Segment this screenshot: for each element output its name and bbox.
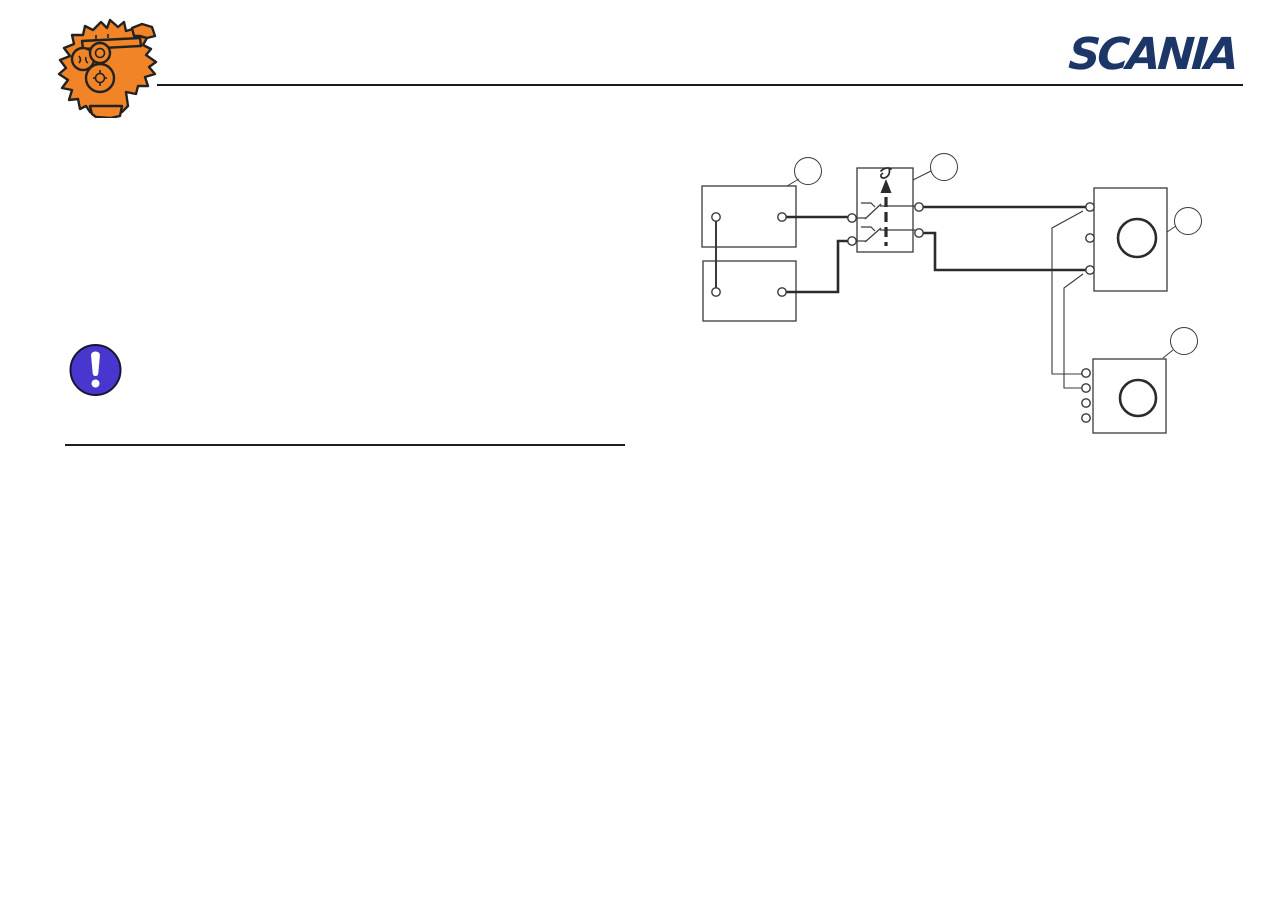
engine-exhaust-elbow	[130, 22, 157, 40]
wire-starter3-to-alt2	[1063, 273, 1084, 389]
battery-2-terminal-neg	[777, 287, 787, 297]
switch-manual-actuator-hook-icon	[880, 167, 892, 179]
terminals	[711, 202, 1095, 423]
power-wires	[786, 205, 1086, 294]
alternator-box	[1092, 358, 1167, 434]
wire-battery2-to-switch	[786, 239, 848, 294]
battery-1-terminal-neg	[711, 212, 721, 222]
battery-1-terminal-pos	[777, 212, 787, 222]
alternator-symbol-circle	[1118, 378, 1158, 418]
switch-terminal-in-2	[847, 236, 857, 246]
starter-terminal-2	[1085, 233, 1095, 243]
callout-battery-1	[786, 157, 822, 187]
sense-wires	[1051, 210, 1084, 389]
alternator-terminal-2	[1081, 383, 1091, 393]
switch-terminal-out-2	[914, 228, 924, 238]
engine-pulley-right	[88, 41, 112, 65]
engine-logo	[57, 18, 158, 118]
wiring-diagram	[701, 153, 1202, 434]
starter-terminal-1	[1085, 202, 1095, 212]
switch-terminal-in-1	[847, 213, 857, 223]
engine-oil-pan	[88, 104, 124, 118]
callouts	[786, 153, 1202, 359]
starter-terminal-3	[1085, 265, 1095, 275]
alternator-terminal-4	[1081, 413, 1091, 423]
wire-switch-to-starter-2	[923, 231, 1086, 272]
starter-motor-symbol-circle	[1116, 217, 1158, 259]
callout-alternator	[1162, 327, 1198, 359]
brand-wordmark: SCANIA	[1066, 29, 1238, 80]
exclamation-glyph	[91, 351, 100, 376]
callout-starter-motor	[1166, 207, 1202, 235]
engine-pulley-main	[84, 62, 116, 94]
callout-master-switch	[912, 153, 958, 181]
mandatory-action-exclamation-icon	[69, 344, 122, 396]
header-rule	[157, 84, 1243, 86]
alternator-terminal-1	[1081, 368, 1091, 378]
switch-terminal-out-1	[914, 202, 924, 212]
battery-2-terminal-pos	[711, 287, 721, 297]
battery-master-switch-box	[856, 167, 914, 253]
switch-up-arrow-icon	[880, 179, 892, 193]
alternator-terminal-3	[1081, 398, 1091, 408]
wire-starter1-to-alt1	[1051, 210, 1084, 375]
section-underline	[65, 444, 625, 446]
